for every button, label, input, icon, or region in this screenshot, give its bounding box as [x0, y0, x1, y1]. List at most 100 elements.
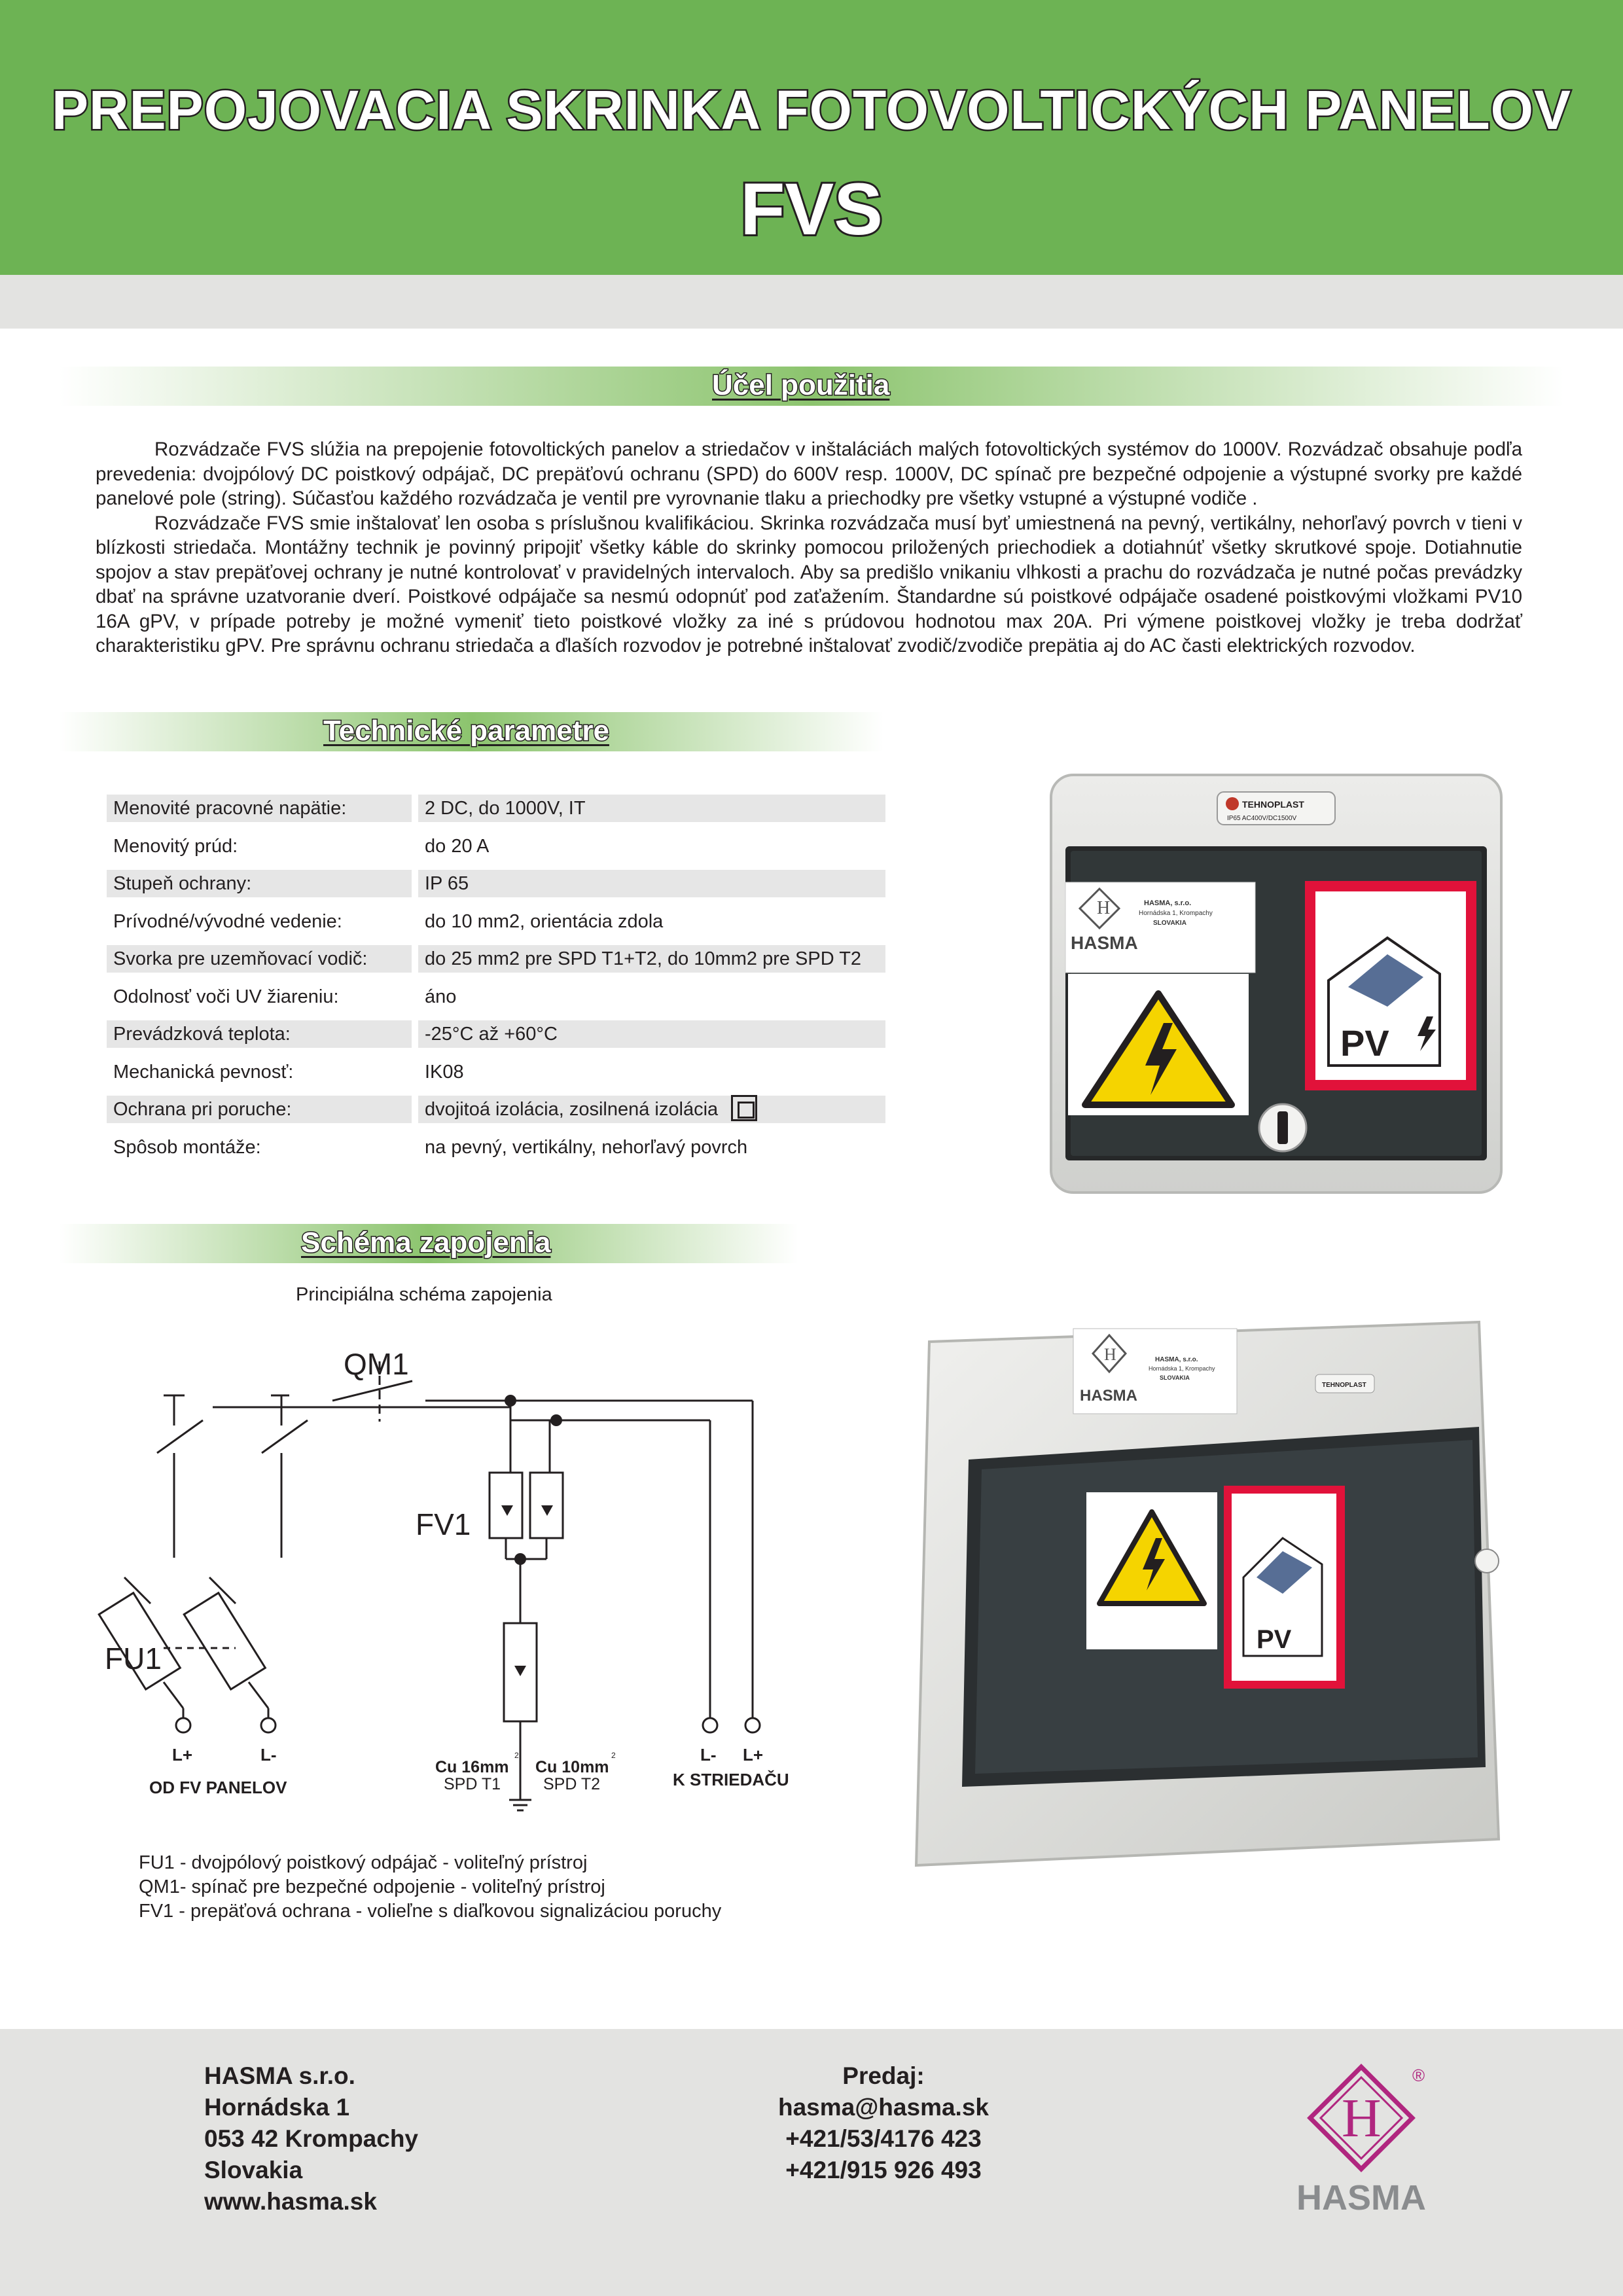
hasma-sticker [1065, 882, 1256, 973]
table-row: Stupeň ochrany: IP 65 [107, 870, 885, 908]
params-table: Menovité pracovné napätie: 2 DC, do 1000… [107, 795, 885, 1171]
svg-text:H: H [1104, 1345, 1116, 1364]
page-header: PREPOJOVACIA SKRINKA FOTOVOLTICKÝCH PANE… [0, 0, 1623, 275]
param-value: 2 DC, do 1000V, IT [418, 795, 885, 822]
header-band [0, 275, 1623, 329]
param-label: Spôsob montáže: [113, 1136, 261, 1158]
section-heading-schema: Schéma zapojenia [59, 1224, 798, 1263]
param-label: Ochrana pri poruche: [107, 1096, 412, 1123]
param-value: do 25 mm2 pre SPD T1+T2, do 10mm2 pre SP… [418, 945, 885, 973]
section-title-params: Technické parametre [323, 714, 611, 748]
svg-text:Hornádska 1, Krompachy: Hornádska 1, Krompachy [1149, 1365, 1215, 1372]
tehnoplast-badge [1217, 791, 1336, 825]
param-value: na pevný, vertikálny, nehorľavý povrch [425, 1136, 748, 1158]
table-row: Prevádzková teplota: -25°C až +60°C [107, 1020, 885, 1058]
usage-paragraph-2: Rozvádzače FVS smie inštalovať len osoba… [96, 512, 1522, 657]
svg-text:TEHNOPLAST: TEHNOPLAST [1242, 799, 1304, 810]
section-heading-usage: Účel použitia [59, 367, 1564, 406]
company-name: HASMA s.r.o. [204, 2062, 355, 2089]
param-label: Menovité pracovné napätie: [107, 795, 412, 822]
svg-text:Cu 10mm: Cu 10mm [535, 1758, 609, 1776]
double-insulation-icon [731, 1095, 758, 1122]
section-heading-params: Technické parametre [59, 712, 883, 751]
product-photo-angled: H HASMA HASMA, s.r.o. Hornádska 1, Kromp… [914, 1320, 1501, 1867]
param-label: Menovitý prúd: [113, 835, 238, 857]
svg-text:HASMA: HASMA [1080, 1387, 1137, 1405]
svg-text:PV: PV [1340, 1022, 1389, 1064]
svg-text:L+: L+ [743, 1745, 763, 1765]
switch-knob [1474, 1549, 1499, 1573]
svg-text:OD FV PANELOV: OD FV PANELOV [149, 1778, 287, 1797]
address-country: Slovakia [204, 2157, 303, 2183]
svg-text:HASMA, s.r.o.: HASMA, s.r.o. [1144, 899, 1191, 907]
table-row: Svorka pre uzemňovací vodič: do 25 mm2 p… [107, 945, 885, 983]
table-row: Mechanická pevnosť: IK08 [107, 1058, 885, 1096]
website-link[interactable]: www.hasma.sk [204, 2188, 377, 2215]
table-row: Spôsob montáže: na pevný, vertikálny, ne… [107, 1134, 885, 1172]
svg-text:SPD T1: SPD T1 [444, 1775, 501, 1793]
address-city: 053 42 Krompachy [204, 2125, 419, 2152]
schema-subtitle: Principiálna schéma zapojenia [296, 1284, 552, 1305]
param-value: do 10 mm2, orientácia zdola [425, 910, 664, 932]
svg-text:HASMA: HASMA [1296, 2178, 1426, 2217]
legend-item: QM1- spínač pre bezpečné odpojenie - vol… [139, 1876, 605, 1897]
section-title-schema: Schéma zapojenia [300, 1226, 551, 1260]
section-title-usage: Účel použitia [711, 368, 890, 403]
table-row: Ochrana pri poruche: dvojitoá izolácia, … [107, 1095, 885, 1134]
heading-gradient-bar [59, 367, 1564, 406]
schema-legend: FU1 - dvojpólový poistkový odpájač - vol… [139, 1851, 721, 1924]
param-label: Svorka pre uzemňovací vodič: [107, 945, 412, 973]
table-row: Odolnosť voči UV žiareniu: áno [107, 983, 885, 1021]
contact-heading: Predaj: [842, 2062, 925, 2089]
svg-text:HASMA, s.r.o.: HASMA, s.r.o. [1155, 1356, 1198, 1363]
svg-text:L+: L+ [172, 1745, 192, 1765]
table-row: Menovitý prúd: do 20 A [107, 833, 885, 870]
param-value: áno [425, 986, 457, 1007]
param-value: IP 65 [418, 870, 885, 897]
tehnoplast-badge [1315, 1374, 1375, 1393]
company-address: HASMA s.r.o. Hornádska 1 053 42 Krompach… [204, 2060, 418, 2217]
usage-text: Rozvádzače FVS slúžia na prepojenie foto… [96, 437, 1522, 658]
param-label: Prívodné/vývodné vedenie: [113, 910, 342, 932]
heading-gradient-bar [59, 1224, 798, 1263]
param-label: Stupeň ochrany: [107, 870, 412, 897]
product-code: FVS [738, 166, 885, 252]
svg-text:SLOVAKIA: SLOVAKIA [1160, 1374, 1190, 1381]
param-value: dvojitoá izolácia, zosilnená izolácia [425, 1099, 719, 1120]
param-value-with-icon: dvojitoá izolácia, zosilnená izolácia [418, 1095, 885, 1123]
svg-text:HASMA: HASMA [1071, 933, 1138, 953]
param-value: do 20 A [425, 835, 490, 857]
usage-paragraph-1: Rozvádzače FVS slúžia na prepojenie foto… [96, 439, 1522, 509]
phone-1: +421/53/4176 423 [785, 2125, 982, 2152]
svg-text:2: 2 [514, 1751, 519, 1760]
email-link[interactable]: hasma@hasma.sk [778, 2094, 989, 2121]
param-value: IK08 [425, 1061, 464, 1083]
param-label: Prevádzková teplota: [107, 1020, 412, 1048]
svg-text:L-: L- [260, 1745, 277, 1765]
table-row: Menovité pracovné napätie: 2 DC, do 1000… [107, 795, 885, 833]
svg-text:K STRIEDAČU: K STRIEDAČU [673, 1770, 789, 1789]
sales-contact: Predaj: hasma@hasma.sk +421/53/4176 423 … [753, 2060, 1014, 2186]
svg-text:H: H [1097, 898, 1110, 918]
page-title: PREPOJOVACIA SKRINKA FOTOVOLTICKÝCH PANE… [50, 78, 1572, 143]
svg-text:TEHNOPLAST: TEHNOPLAST [1322, 1382, 1366, 1389]
svg-text:Hornádska 1, Krompachy: Hornádska 1, Krompachy [1139, 910, 1213, 917]
svg-text:2: 2 [611, 1751, 616, 1760]
hasma-logo: H ® HASMA [1296, 2064, 1426, 2217]
svg-text:®: ® [1412, 2066, 1425, 2085]
param-label: Odolnosť voči UV žiareniu: [113, 986, 339, 1007]
legend-item: FV1 - prepäťová ochrana - volieľne s dia… [139, 1901, 722, 1922]
heading-gradient-bar [59, 712, 883, 751]
svg-text:H: H [1342, 2088, 1382, 2149]
svg-text:PV: PV [1257, 1625, 1292, 1654]
product-photo-front: TEHNOPLAST IP65 AC400V/DC1500V H HASMA H… [1050, 774, 1503, 1194]
svg-text:Cu 16mm: Cu 16mm [435, 1758, 509, 1776]
param-value: -25°C až +60°C [418, 1020, 885, 1048]
phone-2: +421/915 926 493 [785, 2157, 982, 2183]
wiring-diagram: QM1 FV1 FU1 L+ L- OD FV PANELOV Cu 16mm … [98, 1347, 789, 1812]
svg-text:SLOVAKIA: SLOVAKIA [1153, 920, 1186, 927]
hasma-sticker [1073, 1328, 1238, 1414]
svg-text:FV1: FV1 [416, 1507, 471, 1541]
table-row: Prívodné/vývodné vedenie: do 10 mm2, ori… [107, 908, 885, 946]
svg-text:QM1: QM1 [344, 1347, 409, 1381]
